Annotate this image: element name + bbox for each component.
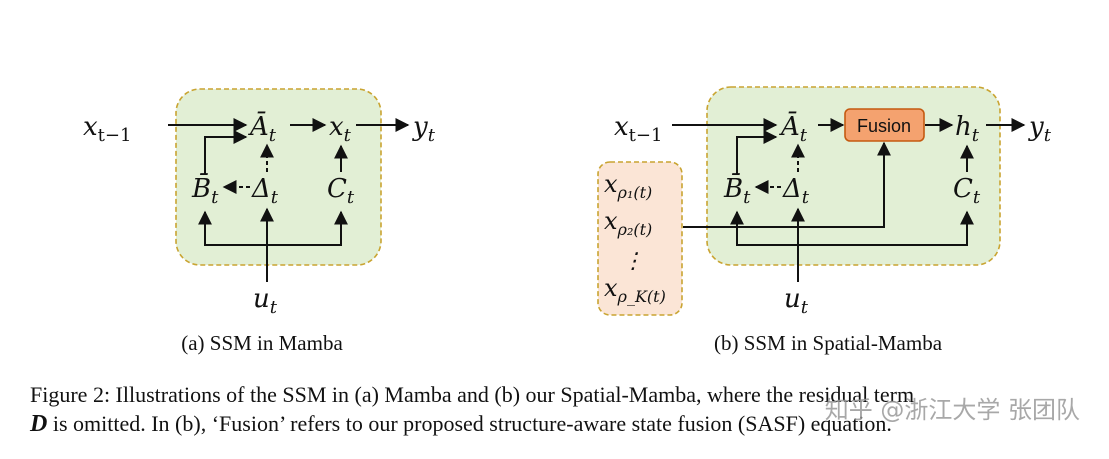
label-b-bar: B̄t <box>191 172 219 208</box>
caption-line-2: D is omitted. In (b), ‘Fusion’ refers to… <box>29 411 892 437</box>
label-c-t: Ct <box>327 174 355 208</box>
arrow-ut-to-ct <box>267 210 348 246</box>
arrow-ut-to-bbar <box>198 210 267 246</box>
fusion-box <box>844 108 925 142</box>
label-y-t: yt <box>412 112 436 146</box>
arrow-bbar-to-abar-b <box>736 130 778 175</box>
label-a-bar: Āt <box>248 111 277 146</box>
panel-a: xt−1 Āt xt yt B̄t Δt Ct ut (a) SSM in Ma… <box>83 88 436 355</box>
label-neighbor-k: xρ_K(t) <box>604 274 666 306</box>
arrow-ut-to-ct-b <box>798 210 974 246</box>
panel-a-ssm-box <box>175 88 382 266</box>
label-a-bar-b: Āt <box>779 111 808 146</box>
fusion-label: Fusion <box>857 116 911 136</box>
arrow-ut-to-bbar-b <box>730 210 798 246</box>
label-u-t-b: ut <box>784 284 809 318</box>
label-h-t: ht <box>955 112 980 146</box>
panel-b-caption: (b) SSM in Spatial-Mamba <box>714 331 943 355</box>
label-y-t-b: yt <box>1028 112 1052 146</box>
label-neighbor-dots: ⋮ <box>622 249 644 274</box>
label-delta-b: Δt <box>782 174 810 208</box>
label-b-bar-b: B̄t <box>723 172 751 208</box>
label-neighbor-1: xρ₁(t) <box>604 170 652 202</box>
panel-b-ssm-box <box>706 86 1001 266</box>
label-x-t: xt <box>329 112 352 146</box>
label-neighbor-2: xρ₂(t) <box>604 207 652 239</box>
label-c-t-b: Ct <box>953 174 981 208</box>
neighbor-states-box <box>597 161 683 316</box>
arrow-bbar-to-abar <box>204 130 248 175</box>
caption-line-1: Figure 2: Illustrations of the SSM in (a… <box>30 382 914 407</box>
panel-b: Fusion xt−1 Āt ht yt B̄t Δt <box>597 86 1052 355</box>
arrow-neighbors-to-fusion <box>683 141 891 228</box>
panel-a-caption: (a) SSM in Mamba <box>181 331 343 355</box>
label-x-prev: xt−1 <box>83 112 131 146</box>
label-u-t: ut <box>253 284 278 318</box>
label-delta: Δt <box>251 174 279 208</box>
watermark: 知乎 @浙江大学 张团队 <box>825 396 1080 424</box>
label-x-prev-b: xt−1 <box>614 112 662 146</box>
